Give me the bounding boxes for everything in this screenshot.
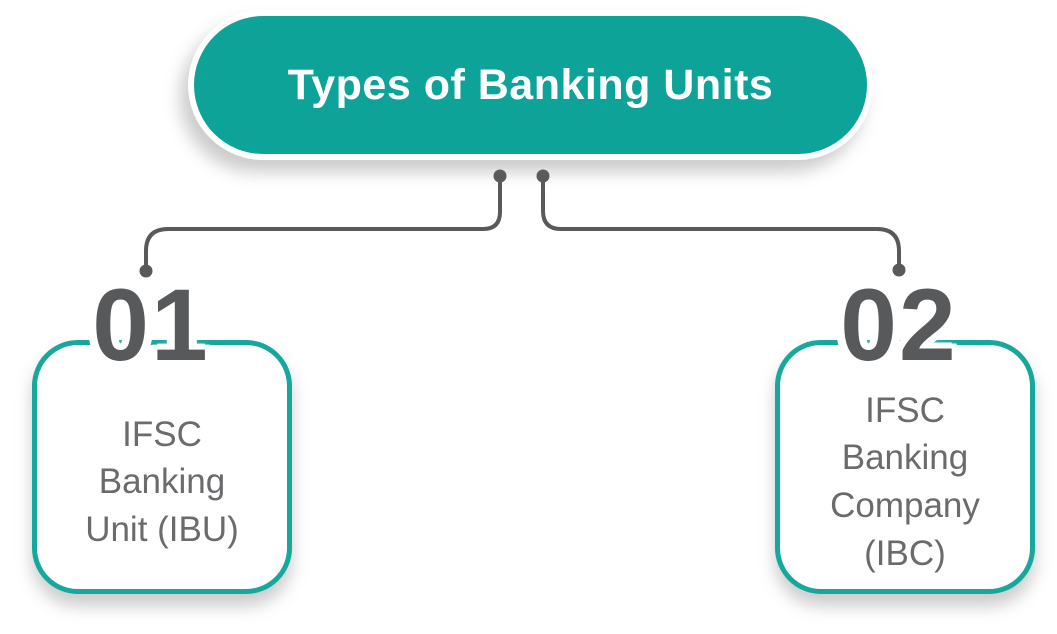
card-ifsc-banking-unit: IFSC Banking Unit (IBU) — [32, 340, 292, 594]
card-ifsc-banking-company: IFSC Banking Company (IBC) — [775, 340, 1035, 594]
diagram-title: Types of Banking Units — [287, 60, 774, 109]
title-pill: Types of Banking Units — [188, 10, 873, 160]
connector-line-right — [541, 176, 901, 265]
connector-dot-top-right — [536, 169, 550, 183]
connector-dot-top-left — [493, 169, 507, 183]
step-number-02: 02 — [840, 268, 958, 382]
connector-dot-bottom-left — [139, 264, 153, 278]
connector-dot-bottom-right — [892, 263, 906, 277]
connector-line-left — [144, 176, 502, 266]
card-label-ibu: IFSC Banking Unit (IBU) — [85, 414, 239, 549]
card-label-ibc: IFSC Banking Company (IBC) — [830, 390, 980, 573]
step-number-01: 01 — [92, 268, 210, 382]
